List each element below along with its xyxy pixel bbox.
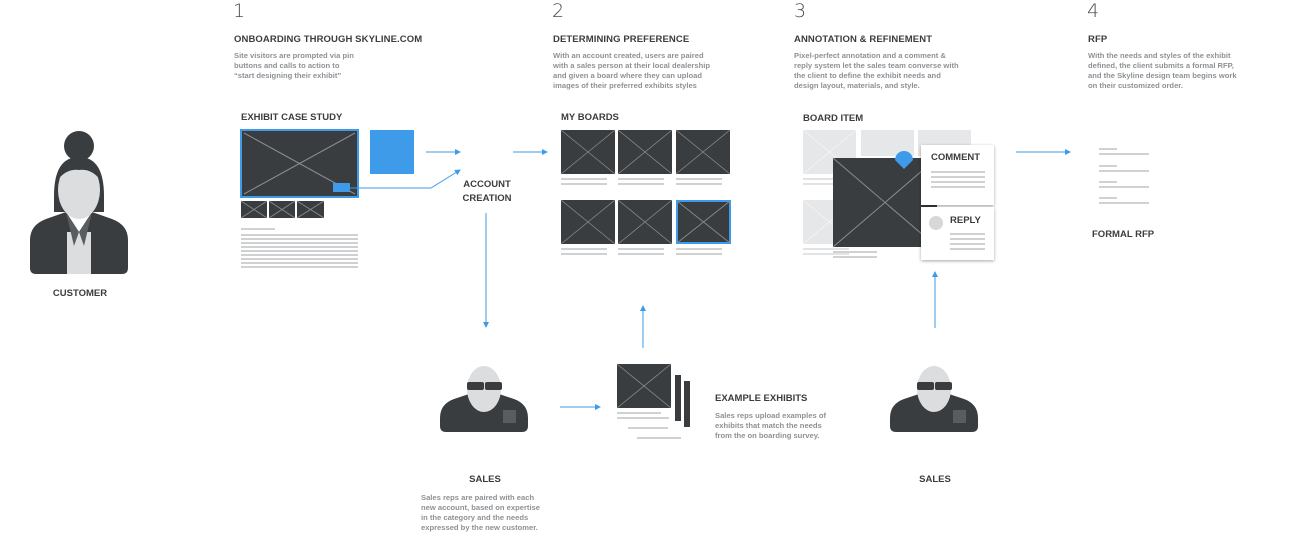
pin-button-square bbox=[370, 130, 414, 174]
exhibit-case-study-mockup bbox=[240, 129, 359, 268]
reply-label: REPLY bbox=[950, 215, 981, 226]
step-1-title: ONBOARDING THROUGH SKYLINE.COM bbox=[234, 34, 423, 45]
example-exhibits-label: EXAMPLE EXHIBITS bbox=[715, 393, 808, 404]
sales-avatar-right bbox=[890, 366, 978, 432]
reply-avatar-icon bbox=[929, 216, 943, 230]
sales-right-label: SALES bbox=[919, 474, 951, 485]
comment-label: COMMENT bbox=[931, 152, 981, 163]
formal-rfp-document bbox=[1099, 148, 1149, 204]
sales-left-label: SALES bbox=[469, 474, 501, 485]
step-3-description: Pixel-perfect annotation and a comment &… bbox=[794, 51, 959, 90]
exhibit-case-study-label: EXHIBIT CASE STUDY bbox=[241, 112, 343, 123]
formal-rfp-label: FORMAL RFP bbox=[1092, 229, 1155, 240]
customer-label: CUSTOMER bbox=[52, 288, 108, 299]
step-4-description: With the needs and styles of the exhibit… bbox=[1088, 51, 1237, 90]
arrow-pin-to-account bbox=[350, 169, 461, 189]
board-item-label: BOARD ITEM bbox=[803, 113, 864, 124]
board-item-mockup bbox=[802, 129, 994, 260]
step-3-title: ANNOTATION & REFINEMENT bbox=[794, 34, 933, 45]
annotation-pin-icon bbox=[895, 151, 913, 169]
sales-avatar-left bbox=[440, 366, 528, 432]
step-1-number: 1 bbox=[233, 0, 246, 22]
example-exhibits-stack bbox=[616, 363, 690, 439]
step-2-description: With an account created, users are paire… bbox=[553, 51, 710, 90]
step-2-number: 2 bbox=[552, 0, 565, 22]
step-4-number: 4 bbox=[1087, 0, 1100, 22]
step-2-title: DETERMINING PREFERENCE bbox=[553, 34, 690, 45]
step-3-number: 3 bbox=[794, 0, 807, 22]
my-boards-grid bbox=[560, 129, 731, 255]
my-boards-label: MY BOARDS bbox=[561, 112, 619, 123]
customer-avatar bbox=[30, 131, 128, 274]
step-4-title: RFP bbox=[1088, 34, 1108, 45]
